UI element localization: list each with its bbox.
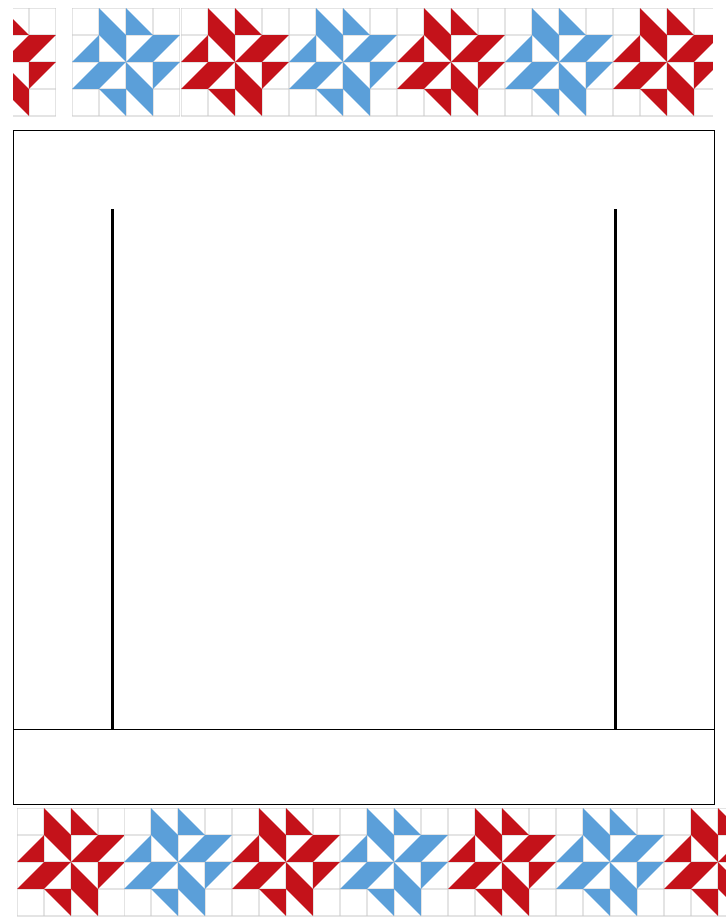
bottom-quilt-block-4 xyxy=(340,808,448,922)
top-quilt-block-3 xyxy=(181,8,289,126)
top-quilt-block-7 xyxy=(613,8,713,126)
frame-left-band xyxy=(13,209,114,730)
bottom-quilt-block-5 xyxy=(448,808,556,922)
frame-bottom-band xyxy=(13,729,715,805)
frame-center-panel xyxy=(114,209,616,730)
top-quilt-block-2 xyxy=(72,8,180,126)
frame-top-band xyxy=(13,130,715,210)
top-quilt-block-4 xyxy=(289,8,397,126)
bottom-quilt-block-3 xyxy=(232,808,340,922)
bottom-quilt-block-2 xyxy=(124,808,232,922)
top-quilt-block-6 xyxy=(505,8,613,126)
frame-right-band xyxy=(614,209,715,730)
bottom-quilt-block-1 xyxy=(17,808,125,922)
bottom-quilt-block-7 xyxy=(664,808,726,922)
top-quilt-block-5 xyxy=(397,8,505,126)
bottom-quilt-block-6 xyxy=(556,808,664,922)
top-quilt-block-1 xyxy=(13,8,56,126)
